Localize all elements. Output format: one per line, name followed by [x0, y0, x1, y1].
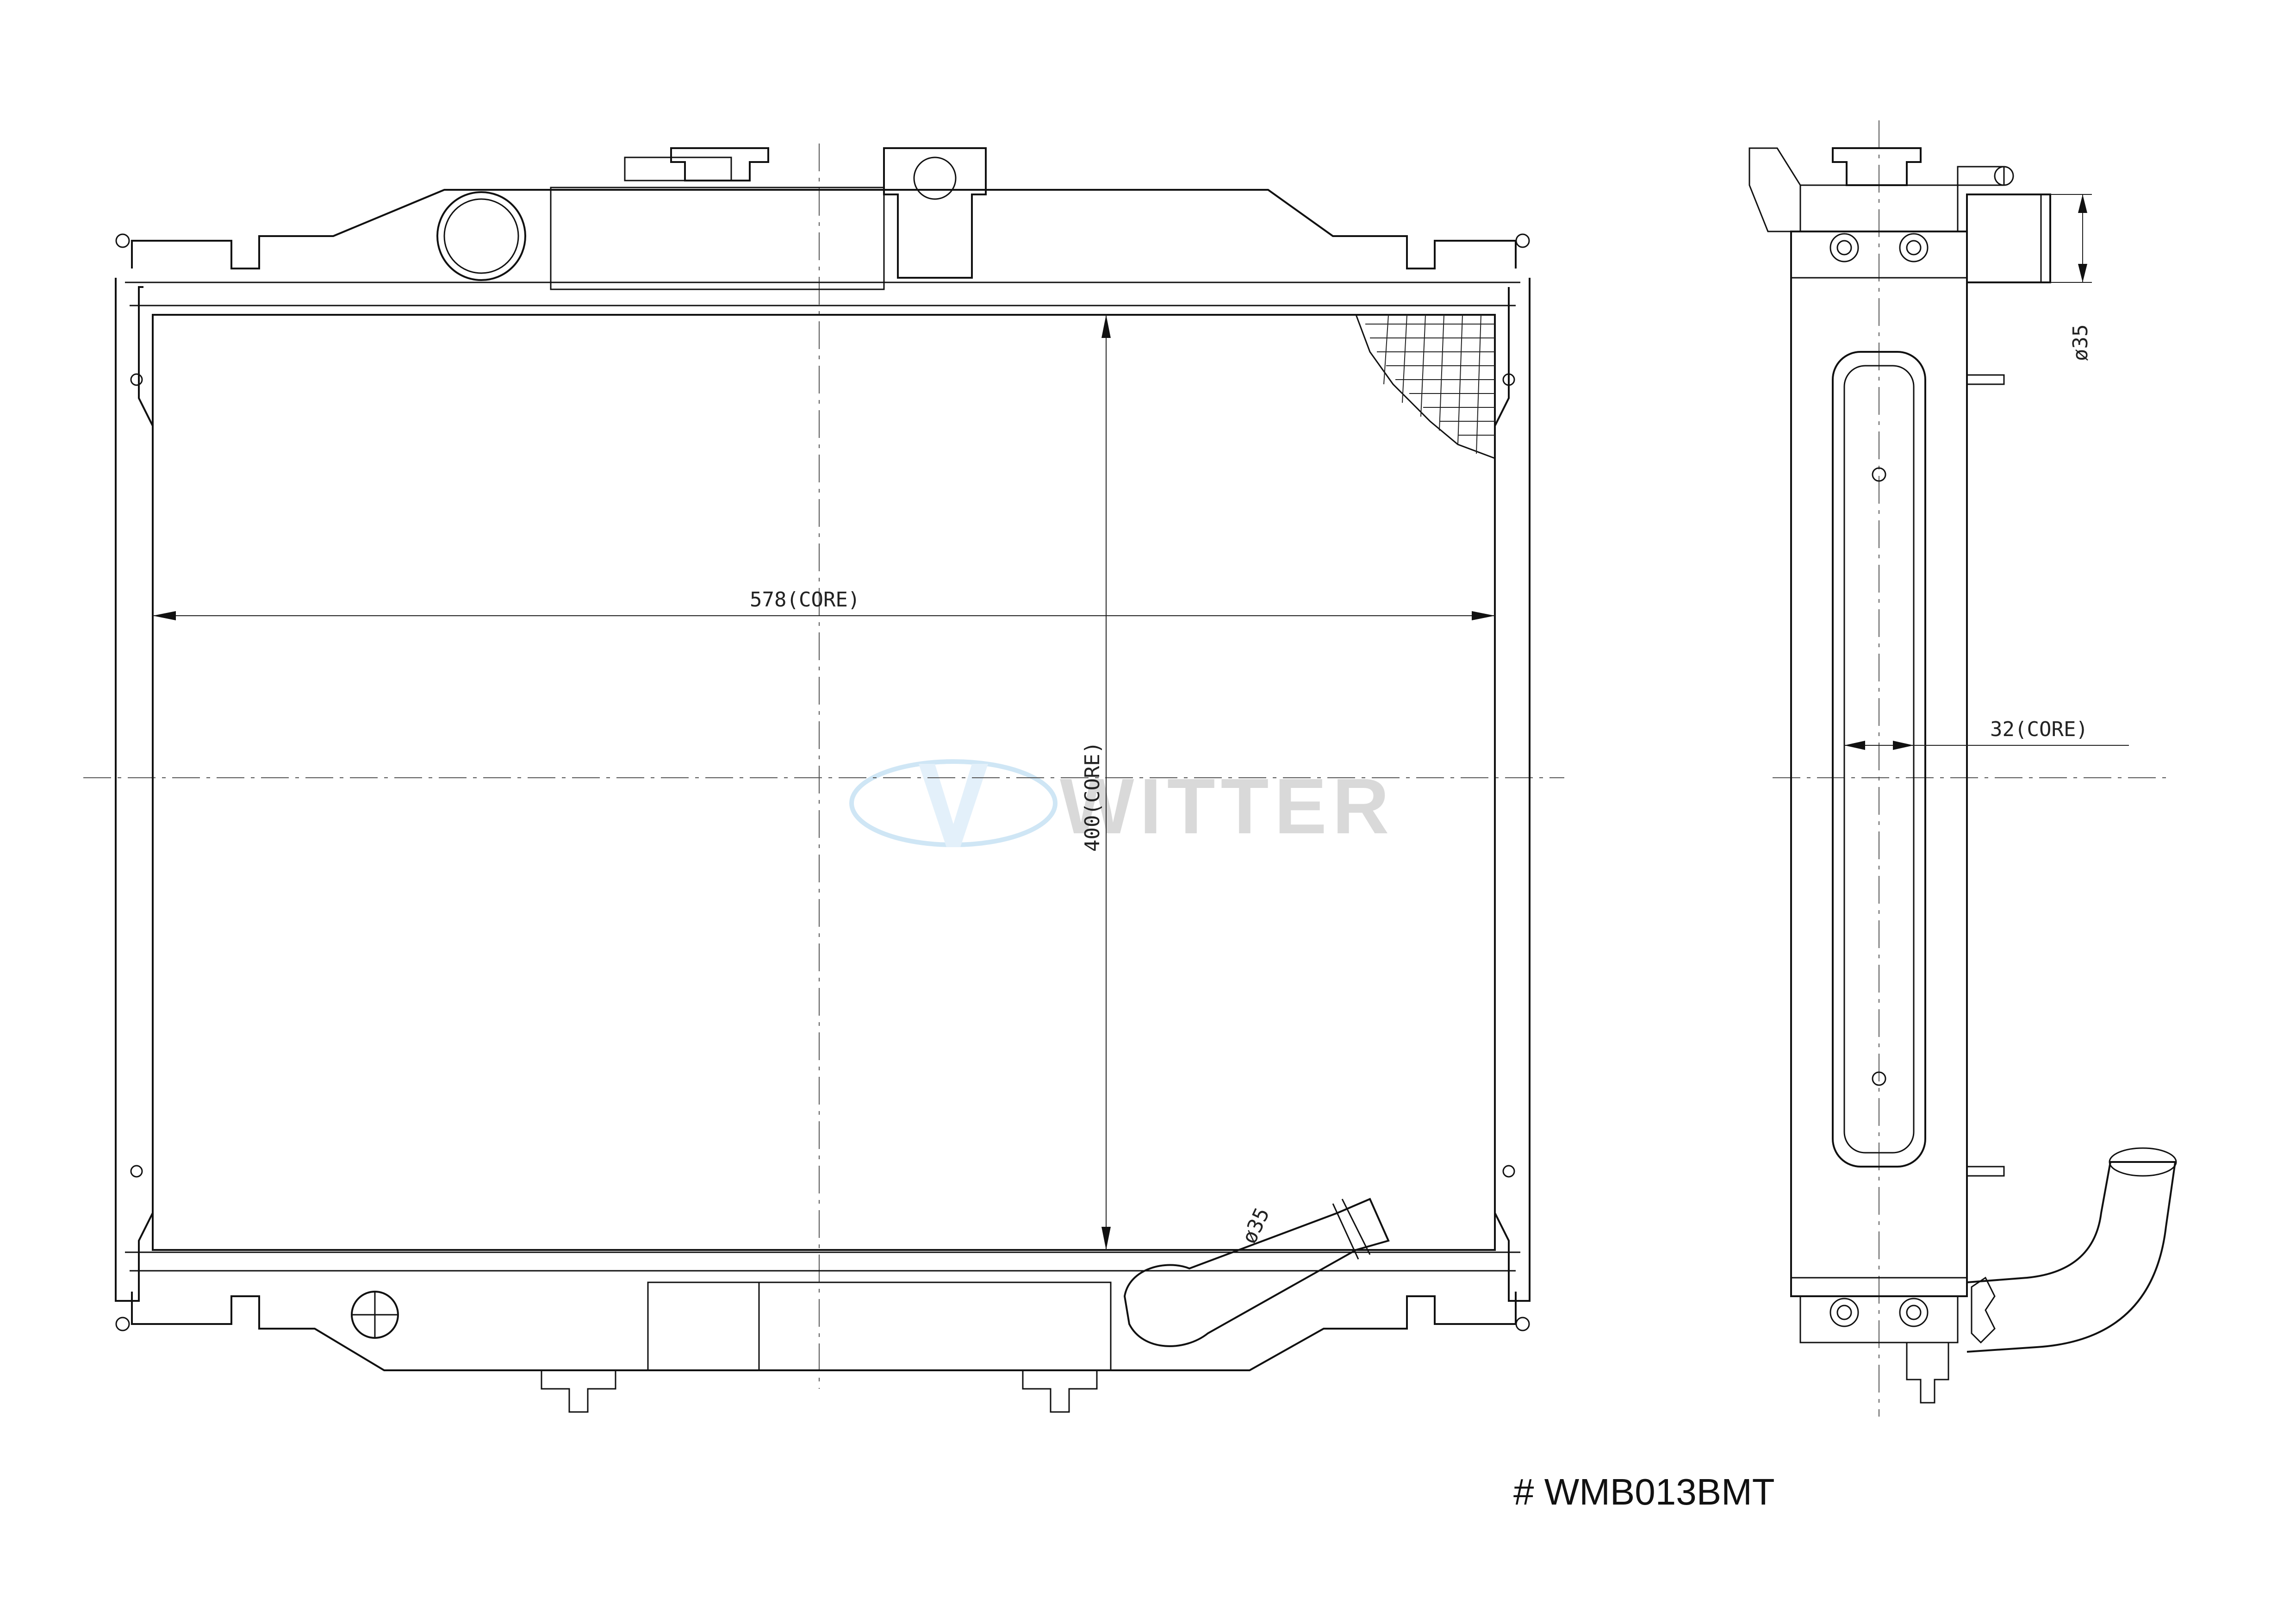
side-outlet-elbow: [1966, 1161, 2177, 1353]
side-outlet-mouth: [2109, 1147, 2177, 1177]
core-width-dimension: 578(CORE): [153, 588, 1495, 620]
inlet-diameter-label: ø35: [2069, 325, 2092, 361]
top-tank-inner: [550, 187, 885, 290]
side-bolts: [1829, 233, 1929, 1327]
side-slot-hole-top: [1872, 467, 1886, 482]
side-inlet-pipe: [1966, 194, 2051, 283]
bottom-tank-inner: [647, 1281, 1112, 1371]
corner-bolts: [115, 233, 1530, 1331]
watermark-logo-icon: [919, 764, 988, 847]
inlet-diameter-dimension: ø35: [2050, 194, 2092, 361]
mounting-pin-right: [1022, 1370, 1098, 1413]
side-core-slot: [1832, 351, 1926, 1168]
side-core-slot-inner: [1843, 365, 1915, 1154]
top-tank-outline: [131, 189, 1517, 269]
upper-inlet-opening: [913, 156, 957, 200]
bottom-tank-segment: [758, 1281, 1112, 1371]
front-view: ø35 578(CORE) 400(CORE): [83, 144, 1564, 1413]
core-width-label: 578(CORE): [750, 588, 860, 612]
side-bottom-tank: [1799, 1295, 1959, 1343]
core-thickness-dimension: 32(CORE): [1844, 718, 2129, 750]
side-pin-bottom: [1967, 1166, 2005, 1177]
side-overflow-bracket: [1748, 147, 1801, 232]
overflow-pipe: [624, 156, 732, 181]
part-number: # WMB013BMT: [1513, 1471, 1775, 1512]
core-height-label: 400(CORE): [1081, 742, 1104, 852]
filler-neck-inner: [443, 198, 519, 274]
core-thickness-label: 32(CORE): [1990, 718, 2088, 741]
upper-inlet-housing: [883, 147, 987, 279]
left-side-rail: [115, 278, 154, 1302]
side-slot-hole-bottom: [1872, 1071, 1886, 1086]
radiator-cap: [670, 147, 769, 181]
side-pin-top: [1967, 374, 2005, 385]
side-overflow-tip: [1994, 166, 2014, 186]
right-side-rail: [1494, 278, 1531, 1302]
watermark-text: WITTER: [1060, 762, 1395, 850]
core-height-dimension: 400(CORE): [1081, 315, 1111, 1250]
watermark: WITTER: [849, 759, 1395, 850]
bottom-tank-outline: [131, 1292, 1517, 1371]
side-view: ø35 32(CORE): [1748, 120, 2177, 1417]
side-drain-cock: [1971, 1276, 1996, 1344]
lower-outlet-pipe: ø35: [1123, 1198, 1390, 1347]
filler-neck: [436, 191, 526, 281]
radiator-core: [152, 314, 1496, 1251]
outlet-diameter-label: ø35: [1238, 1204, 1275, 1248]
mounting-pin-left: [541, 1370, 616, 1413]
fin-cutaway: [1355, 314, 1496, 460]
side-mount-pin: [1906, 1343, 1949, 1404]
side-radiator-cap: [1832, 147, 1922, 186]
